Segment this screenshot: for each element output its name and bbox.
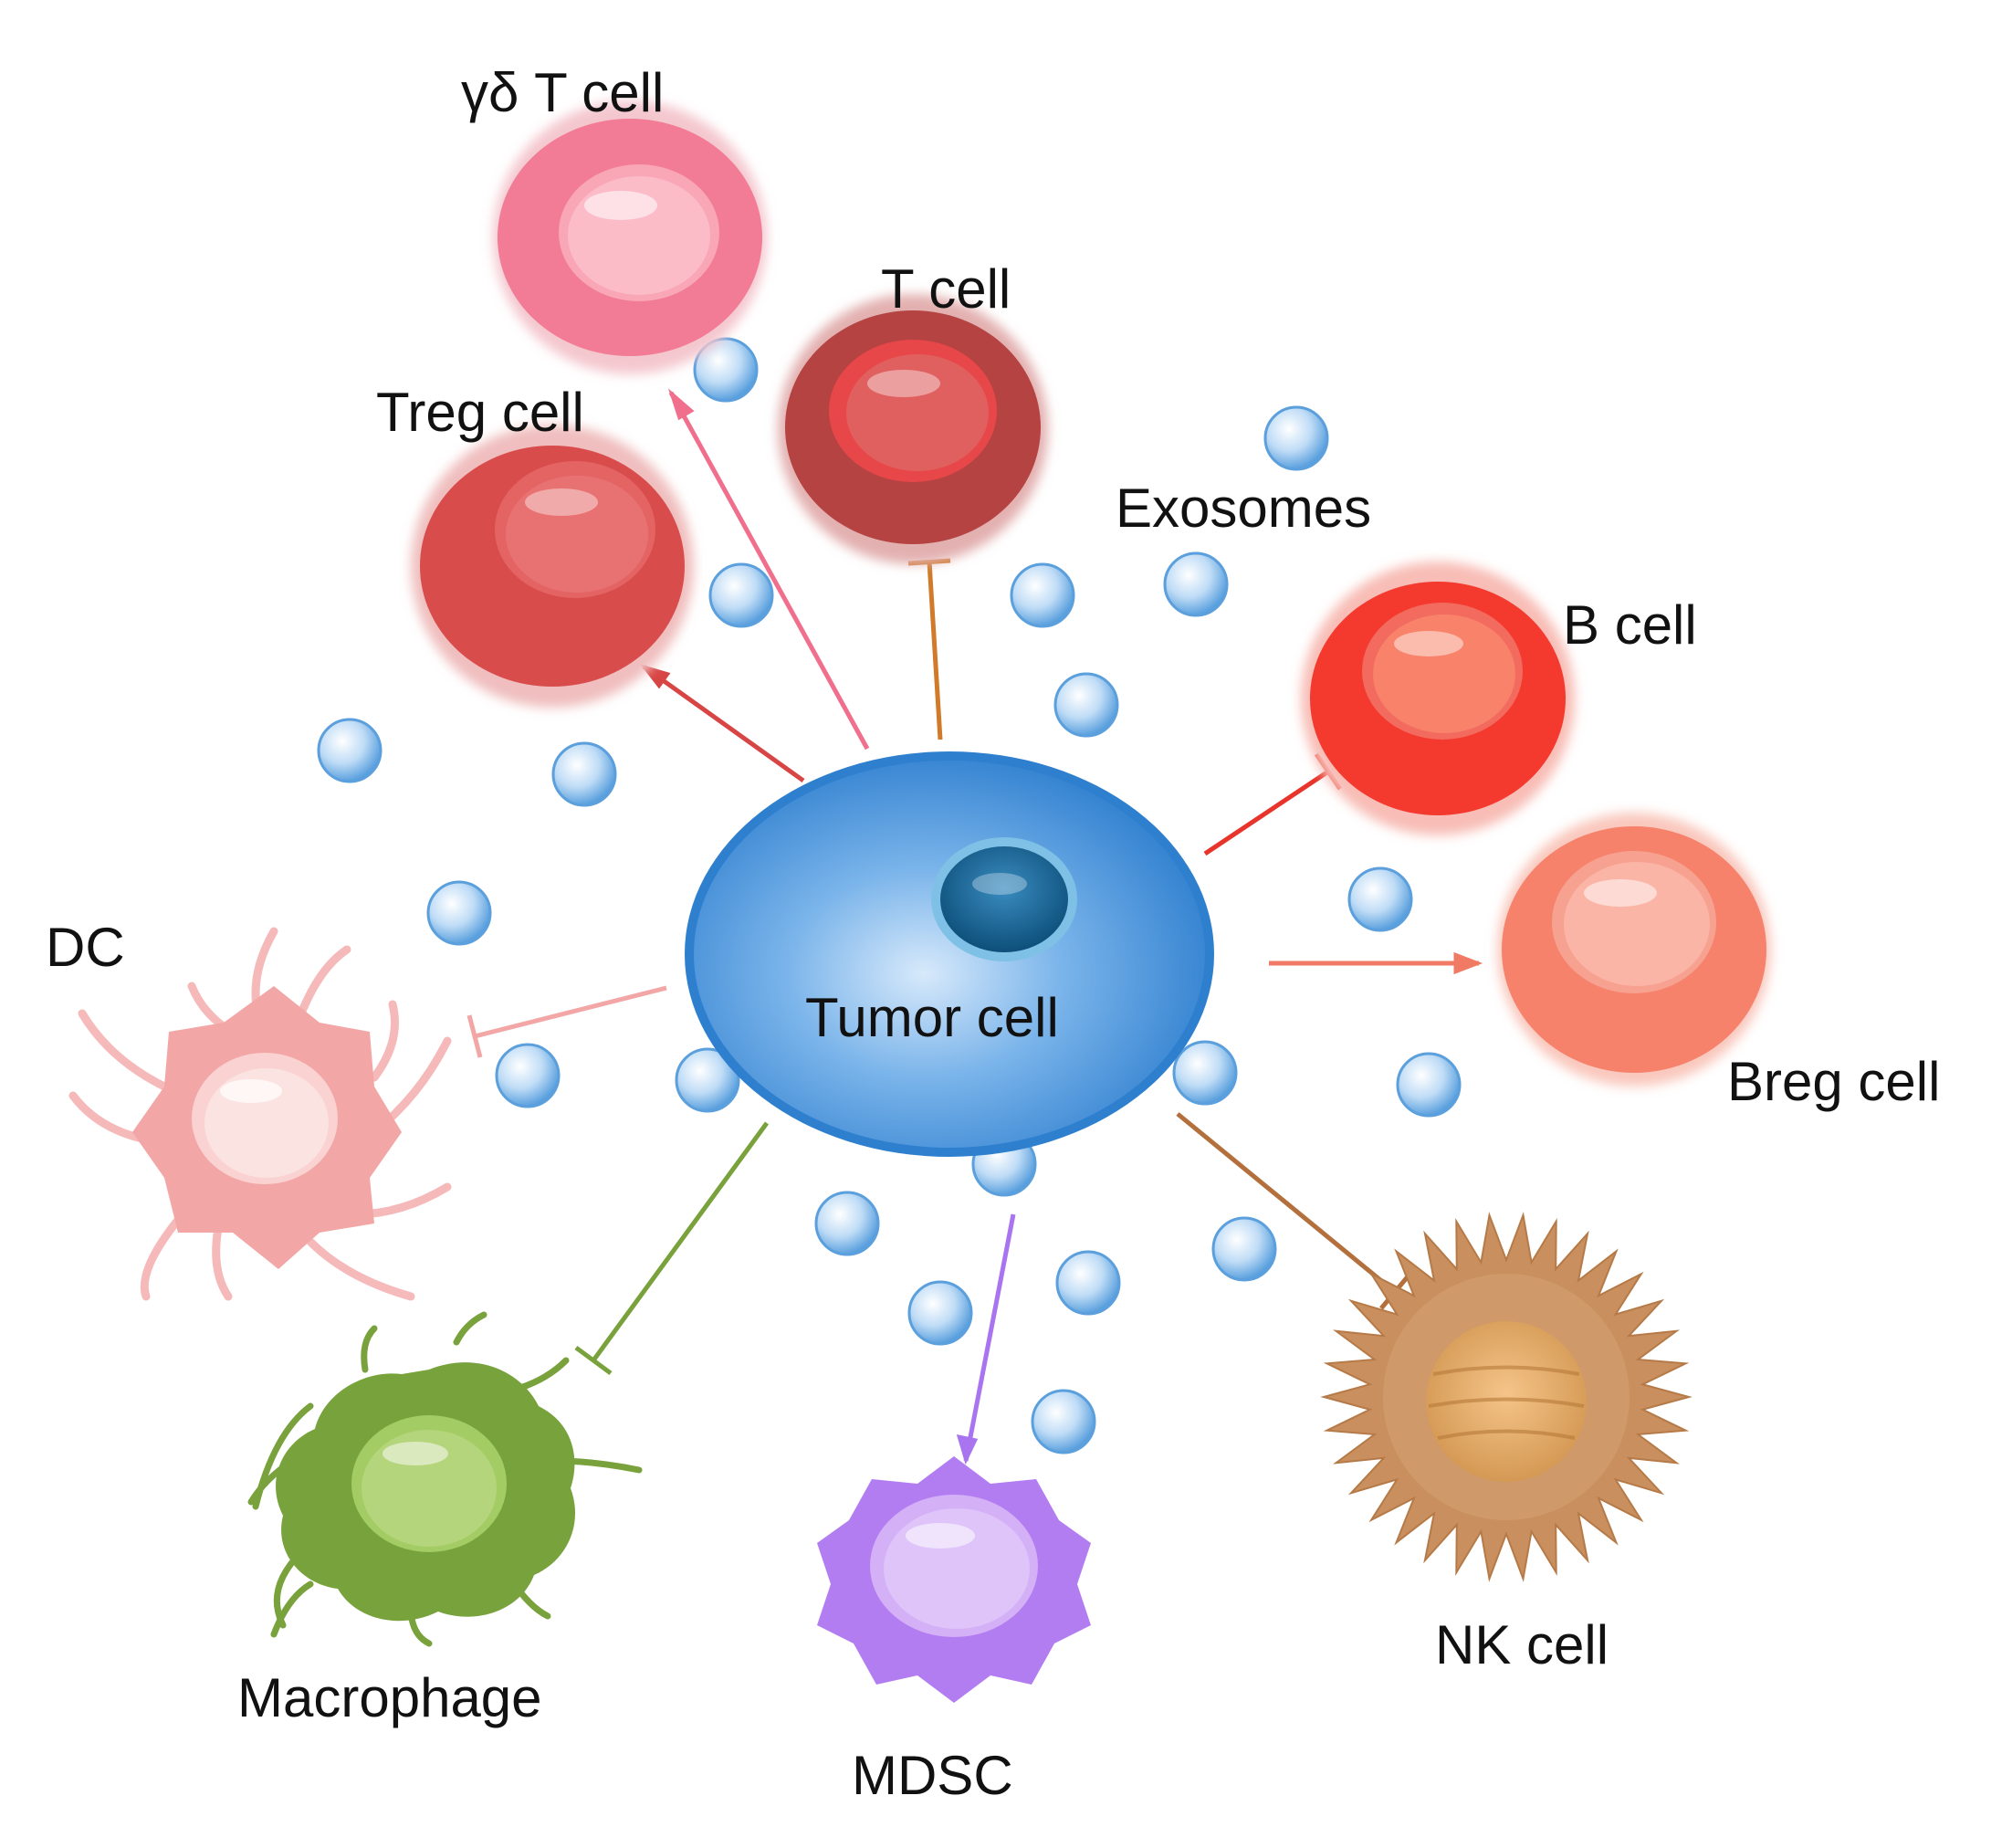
exosome — [708, 562, 774, 628]
exosome — [693, 337, 759, 403]
inhibit-to-t-cell — [907, 558, 951, 740]
label-b-cell: B cell — [1563, 594, 1697, 656]
exosome — [675, 1047, 740, 1113]
exosome — [1211, 1216, 1277, 1282]
gd-t-cell — [493, 100, 767, 374]
exosome — [814, 1191, 880, 1256]
label-exosomes: Exosomes — [1116, 478, 1371, 539]
label-gd-t-cell: γδ T cell — [461, 62, 664, 123]
exosome — [1396, 1052, 1462, 1118]
exosome — [1053, 672, 1119, 738]
exosome — [1172, 1040, 1238, 1106]
treg-cell — [411, 425, 694, 708]
breg-cell — [1497, 813, 1771, 1087]
label-tumor-cell: Tumor cell — [805, 987, 1059, 1048]
dc-cell — [68, 927, 452, 1301]
inhibit-to-macrophage — [574, 1121, 770, 1376]
exosome — [907, 1280, 973, 1346]
label-breg-cell: Breg cell — [1727, 1051, 1940, 1112]
labels: γδ T cell T cell Treg cell Exosomes B ce… — [46, 62, 1940, 1806]
exosome — [1031, 1389, 1096, 1454]
arrow-to-gd-t-cell — [667, 388, 870, 751]
arrow-to-breg-cell — [1269, 951, 1483, 975]
t-cell — [778, 294, 1048, 564]
label-mdsc: MDSC — [852, 1745, 1013, 1806]
macrophage-cell — [247, 1311, 643, 1647]
exosome — [426, 880, 492, 946]
label-t-cell: T cell — [881, 258, 1011, 320]
exosome — [1055, 1250, 1121, 1316]
exosome — [495, 1043, 561, 1108]
label-macrophage: Macrophage — [237, 1667, 542, 1728]
arrow-to-mdsc — [956, 1213, 1016, 1465]
exosome — [1163, 551, 1229, 617]
exosome — [551, 741, 617, 807]
arrow-to-treg-cell — [639, 664, 805, 783]
inhibit-to-dc — [466, 985, 667, 1058]
exosome-particles — [317, 337, 1462, 1454]
exosome — [1347, 866, 1413, 932]
exosome — [1263, 405, 1329, 471]
label-treg-cell: Treg cell — [376, 382, 584, 443]
inhibit-to-b-cell — [1203, 752, 1343, 856]
label-dc: DC — [46, 917, 125, 978]
label-nk-cell: NK cell — [1435, 1614, 1609, 1675]
nk-cell — [1320, 1212, 1692, 1582]
mdsc-cell — [817, 1456, 1091, 1703]
exosome — [1010, 562, 1075, 628]
connections — [466, 388, 1483, 1465]
tumor-cell — [685, 751, 1214, 1157]
exosome — [317, 718, 382, 783]
b-cell — [1301, 562, 1575, 835]
